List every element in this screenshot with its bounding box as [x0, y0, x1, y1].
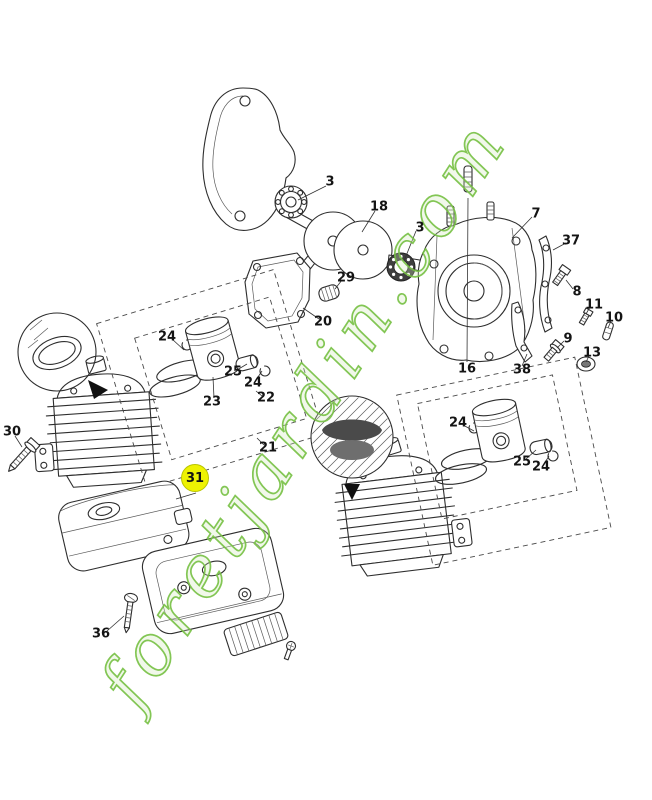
part-label-30: 30: [2, 424, 22, 440]
part-label-3-bearing-left: 3: [325, 174, 335, 190]
bearing-3-left: [274, 185, 308, 219]
part-label-31-muffler: 31: [181, 464, 209, 492]
bolt-9: [543, 339, 565, 362]
part-label-23: 23: [202, 394, 222, 410]
part-label-38: 38: [512, 362, 532, 378]
part-label-20: 20: [313, 314, 333, 330]
part-label-24-b: 24: [243, 375, 263, 391]
plate-37: [538, 235, 553, 333]
part-label-10: 10: [604, 310, 624, 326]
part-label-8: 8: [572, 284, 582, 300]
dashed-box-right-outer: [396, 356, 612, 566]
part-label-36: 36: [91, 626, 111, 642]
spark-screen: [223, 611, 289, 657]
part-label-18-crankshaft: 18: [369, 199, 389, 215]
stud-16: [463, 165, 473, 193]
gasket-20: [244, 252, 311, 329]
part-label-22: 22: [256, 390, 276, 406]
crankcase-7: [416, 201, 537, 363]
dashed-box-22: [134, 296, 308, 461]
part-label-24-c: 24: [448, 415, 468, 431]
dashed-box-21: [96, 269, 325, 489]
part-label-24-a: 24: [157, 329, 177, 345]
leader-lines: [14, 185, 612, 632]
arrow-left-icon: [88, 380, 108, 399]
part-label-11: 11: [584, 297, 604, 313]
part-label-13: 13: [582, 345, 602, 361]
piston-assembly-right: [434, 398, 559, 485]
screw-30: [8, 437, 41, 472]
arrow-down-icon: [344, 484, 360, 500]
part-label-37: 37: [561, 233, 581, 249]
part-label-29: 29: [336, 270, 356, 286]
needle-cage-29: [318, 284, 340, 302]
piston-assembly-left: [149, 316, 271, 398]
screen-screw: [283, 640, 297, 661]
part-label-9: 9: [563, 331, 573, 347]
cylinder-left: [34, 355, 163, 488]
bolt-8: [552, 264, 572, 287]
dashed-box-right-inner: [416, 374, 578, 520]
detail-circle-right: [310, 395, 394, 500]
part-label-21: 21: [258, 440, 278, 456]
part-label-24-d: 24: [531, 459, 551, 475]
pin-10: [602, 321, 614, 341]
part-label-7-crankcase: 7: [531, 206, 541, 222]
part-label-25-b: 25: [512, 454, 532, 470]
bracket-38: [511, 301, 533, 363]
muffler-31-upper-shell: [58, 480, 193, 572]
bolt-11: [578, 307, 594, 326]
screw-36: [123, 592, 139, 634]
part-label-16: 16: [457, 361, 477, 377]
bearing-3-right: [386, 252, 416, 282]
part-label-3-bearing-right: 3: [415, 220, 425, 236]
detail-circle-left: [17, 312, 108, 399]
part-label-25-a: 25: [223, 364, 243, 380]
muffler-lower-shell: [141, 527, 285, 635]
washer-13: [576, 356, 596, 372]
